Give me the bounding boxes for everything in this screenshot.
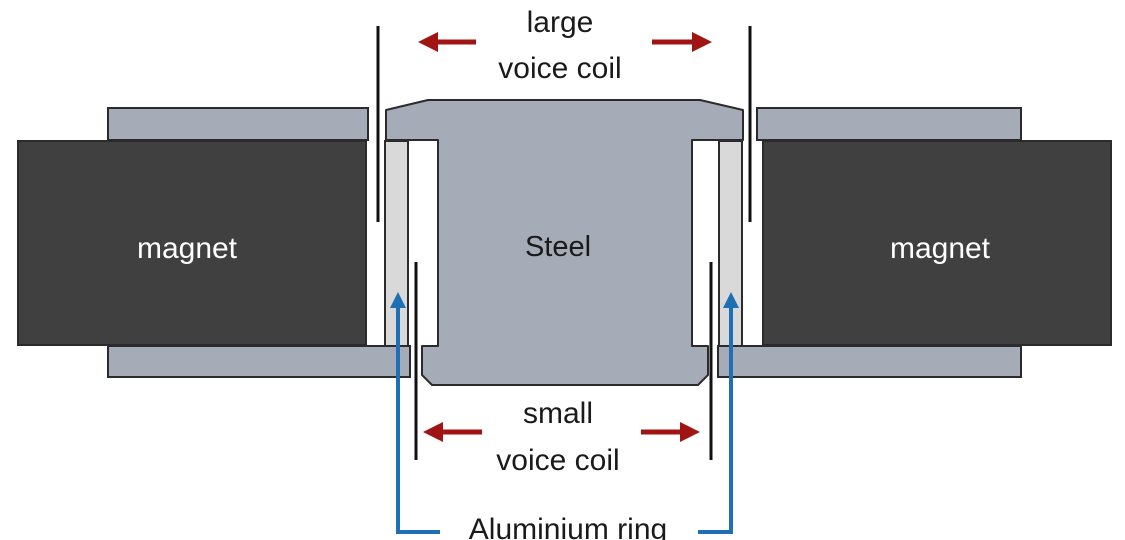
top-plate-left — [107, 107, 369, 141]
aluminium-leader-left — [390, 292, 440, 534]
magnet-right-label: magnet — [890, 232, 991, 265]
aluminium-leader-right — [698, 292, 739, 534]
magnet-left-label: magnet — [137, 232, 238, 265]
large-voice-coil-label-line2: voice coil — [498, 52, 621, 85]
top-plate-right — [756, 107, 1022, 141]
small-voice-coil-label-line2: voice coil — [496, 444, 619, 477]
large-voice-coil-label-line1: large — [527, 6, 594, 39]
small-voice-coil-label-line1: small — [523, 397, 593, 430]
bottom-plate-right — [717, 345, 1022, 378]
steel-pole-piece — [385, 99, 744, 386]
magnet-left — [17, 140, 367, 346]
aluminium-ring-label: Aluminium ring — [469, 513, 667, 540]
bottom-plate-left — [107, 345, 411, 378]
steel-label: Steel — [525, 231, 591, 263]
magnet-right — [762, 140, 1112, 346]
